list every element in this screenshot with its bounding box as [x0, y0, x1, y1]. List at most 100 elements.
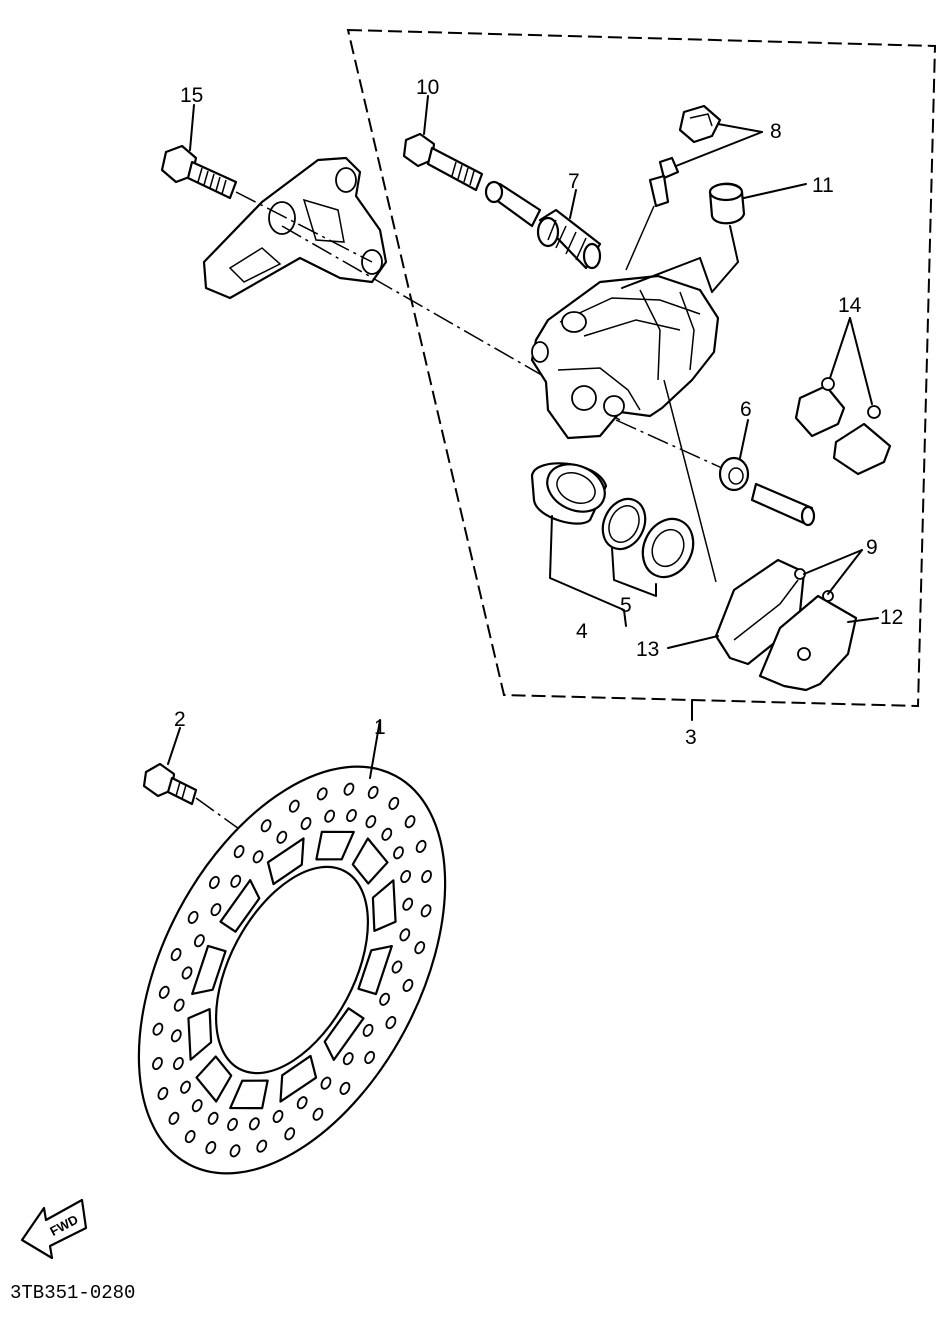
leader-7 — [569, 189, 577, 219]
disc-hole — [379, 992, 391, 1006]
disc-hole — [393, 846, 404, 860]
leader-14b — [849, 317, 873, 405]
disc-hole — [391, 960, 403, 974]
disc-hole — [300, 817, 312, 831]
disc-hole — [385, 1016, 397, 1030]
caliper-assembly-boundary — [346, 28, 937, 708]
forward-arrow-icon: FWD — [20, 1198, 88, 1260]
disc-hole — [173, 998, 185, 1012]
disc-bolt-part-2 — [142, 762, 198, 806]
disc-window — [357, 944, 393, 996]
pad-clips-part-14 — [794, 377, 892, 476]
pin-sleeve — [484, 180, 542, 228]
disc-hole — [414, 941, 426, 955]
disc-hole — [256, 1139, 268, 1153]
callout-11: 11 — [812, 174, 834, 197]
disc-window — [191, 944, 227, 996]
caliper-to-pad-line — [663, 379, 717, 583]
disc-hole — [152, 1056, 163, 1071]
disc-hole — [181, 966, 193, 980]
disc-hole — [207, 1111, 219, 1125]
disc-hole — [157, 1087, 169, 1101]
bleed-screw-part-8 — [648, 104, 722, 208]
seals-part-5 — [601, 497, 695, 579]
piston-part-4 — [530, 462, 608, 525]
leader-11-arm — [711, 261, 739, 293]
disc-hole — [288, 799, 300, 813]
callout-4: 4 — [576, 620, 588, 643]
leader-3-body-cap — [621, 257, 701, 289]
cap-part-11 — [708, 182, 746, 225]
disc-hole — [399, 928, 411, 942]
disc-hole — [296, 1096, 308, 1110]
disc-hole — [421, 869, 432, 884]
callout-10: 10 — [416, 76, 439, 99]
leader-12 — [847, 617, 879, 623]
leader-8a — [717, 123, 763, 133]
disc-hole — [152, 1022, 164, 1036]
disc-hole — [362, 1023, 374, 1037]
disc-hole — [284, 1127, 296, 1141]
disc-hole — [184, 1130, 196, 1144]
disc-hole — [193, 934, 205, 948]
shim-part-12 — [758, 590, 858, 692]
disc-window — [229, 1079, 269, 1110]
long-bolt-part-10 — [402, 132, 484, 192]
disc-hole — [402, 897, 414, 911]
disc-hole — [168, 1111, 180, 1125]
disc-hole — [346, 809, 357, 823]
leader-14a — [829, 317, 851, 379]
boot-pin-part-6 — [718, 456, 816, 527]
leader-1 — [369, 719, 381, 779]
disc-window — [219, 879, 261, 933]
disc-hole — [252, 850, 264, 864]
diagram-code: 3TB351-0280 — [10, 1282, 135, 1304]
disc-hole — [364, 1050, 376, 1064]
disc-hole — [381, 827, 393, 841]
disc-hole — [367, 785, 379, 799]
disc-window — [371, 879, 397, 933]
leader-6 — [739, 419, 749, 459]
brake-disc-part-1 — [137, 765, 447, 1175]
callout-12: 12 — [880, 606, 903, 629]
callout-6: 6 — [740, 398, 752, 421]
disc-hole — [272, 1109, 284, 1123]
bracket-bolt-part-15 — [160, 144, 238, 200]
callout-8: 8 — [770, 120, 782, 143]
disc-hole — [343, 782, 355, 796]
leader-2 — [167, 727, 181, 765]
disc-hole — [172, 1056, 184, 1071]
disc-hole — [339, 1081, 351, 1095]
disc-hole — [208, 876, 220, 890]
disc-hole — [229, 1144, 241, 1158]
leader-8b — [675, 131, 763, 167]
disc-window — [187, 1007, 213, 1061]
caliper-body — [530, 274, 720, 440]
disc-hole — [316, 787, 328, 801]
leader-10 — [423, 95, 429, 135]
caliper-axis-line — [625, 205, 655, 271]
callout-14: 14 — [838, 294, 862, 317]
disc-hole — [248, 1117, 260, 1131]
disc-hole — [365, 815, 377, 829]
disc-window — [315, 830, 355, 861]
leader-13 — [667, 635, 719, 649]
leader-5 — [611, 547, 657, 597]
disc-hole — [404, 815, 416, 829]
disc-hole — [276, 830, 288, 844]
disc-hole — [180, 1080, 191, 1094]
disc-window — [323, 1007, 365, 1061]
disc-hole — [158, 985, 170, 999]
leader-15 — [189, 104, 195, 151]
leader-9b — [827, 549, 863, 595]
disc-window — [195, 1055, 233, 1103]
disc-window — [351, 837, 389, 885]
disc-hole — [230, 874, 242, 888]
disc-hole — [227, 1117, 238, 1131]
leader-9a — [803, 549, 863, 575]
callout-5: 5 — [620, 594, 632, 617]
disc-hole — [170, 1029, 182, 1043]
callout-7: 7 — [568, 170, 580, 193]
leader-11-bracket — [699, 257, 713, 293]
disc-hole — [388, 796, 400, 810]
